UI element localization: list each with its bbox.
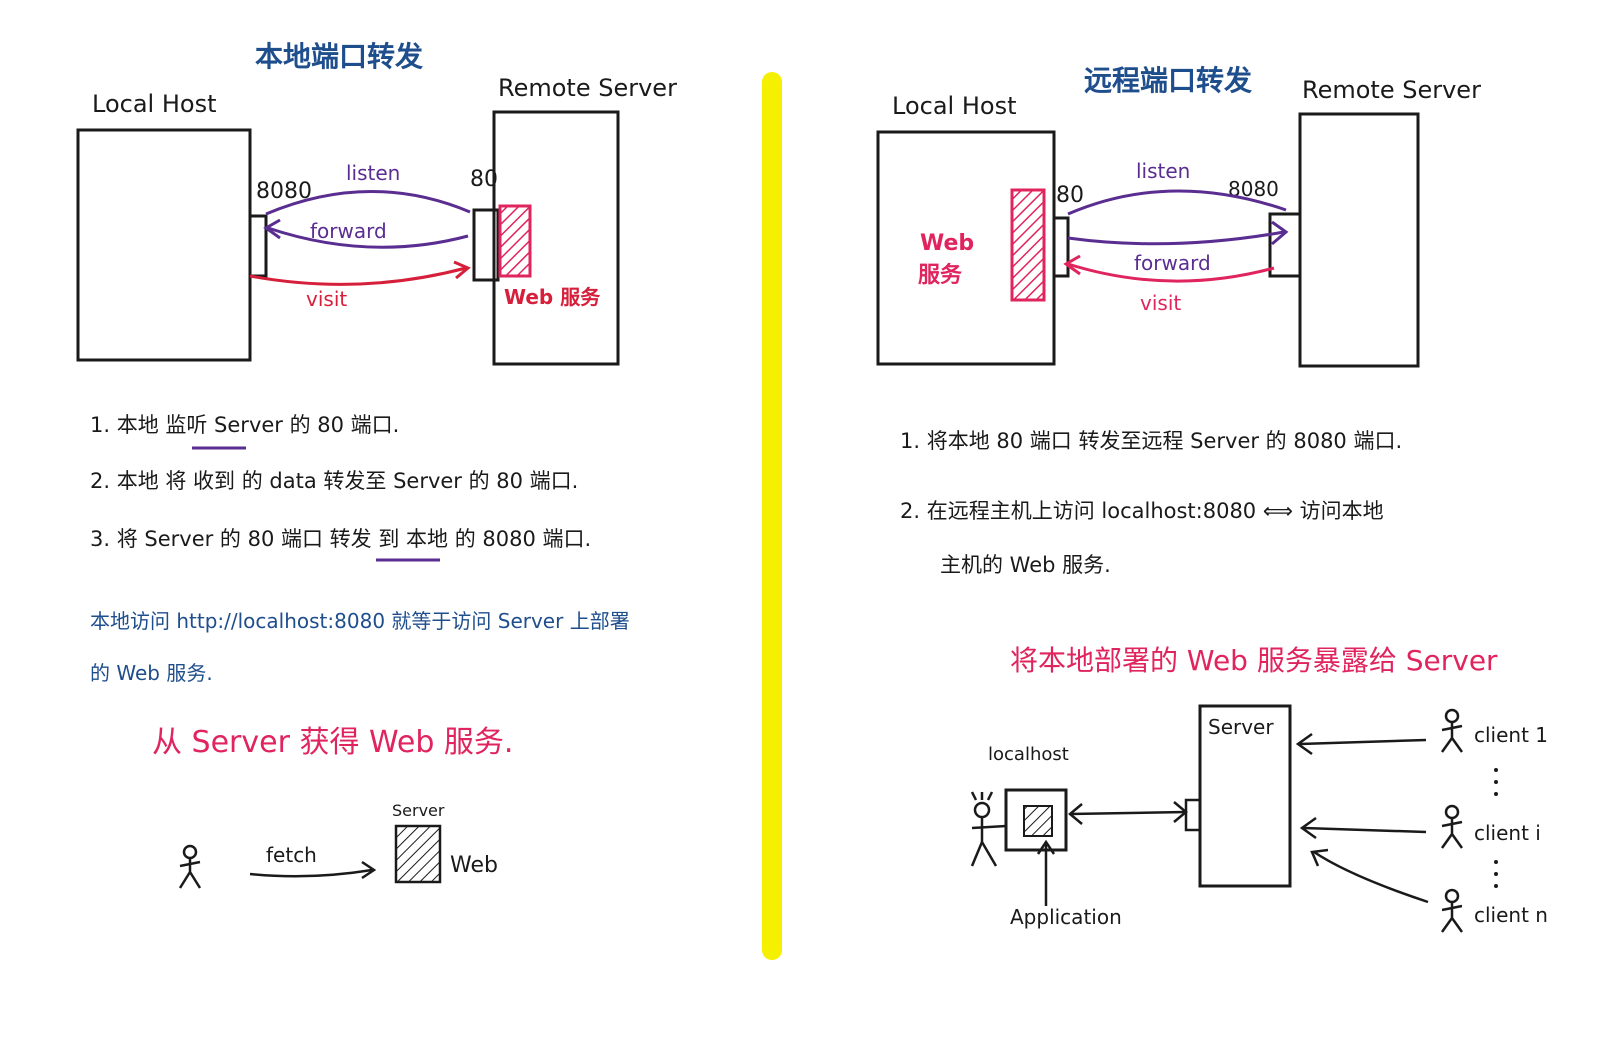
right-application-label: Application [1010,905,1122,929]
left-summary-line1: 本地访问 http://localhost:8080 就等于访问 Server … [90,609,630,633]
left-step-3: 3. 将 Server 的 80 端口 转发 到 本地 的 8080 端口. [90,527,591,551]
right-headline: 将本地部署的 Web 服务暴露给 Server [1010,644,1498,677]
left-mini-server-box [394,824,442,884]
left-remote-label: Remote Server [498,74,677,102]
client-n-arrowhead [1310,848,1329,867]
left-web-service-label: Web 服务 [504,285,601,309]
ellipsis-dots-1 [1494,768,1498,796]
right-application-arrowhead [1036,839,1056,855]
left-mini-person-icon [178,844,202,889]
right-local-port-tab [1052,216,1070,278]
client-n-label: client n [1474,903,1548,927]
right-link-arrowhead-right [1173,801,1188,823]
left-port-remote: 80 [470,167,498,192]
left-remote-box [492,110,620,366]
left-visit-arc [249,266,467,286]
right-localhost-person-icon [970,791,1007,867]
right-web-line2: 服务 [918,263,963,288]
left-web-service-block [498,204,532,278]
left-mini-fetch-arrowhead [361,860,377,880]
right-link-arrowhead-left [1068,803,1083,825]
right-visit-arc [1067,262,1275,283]
right-port-local: 80 [1056,183,1084,208]
left-listen-arc [265,190,471,216]
client-i-person-icon [1440,804,1464,849]
left-headline: 从 Server 获得 Web 服务. [152,725,513,760]
right-server-port-tab [1184,798,1202,832]
left-forward-arrowhead [263,218,281,240]
left-local-label: Local Host [92,90,216,118]
right-listen-arc [1067,189,1287,216]
left-mini-fetch-label: fetch [266,843,317,867]
client-i-label: client i [1474,821,1541,845]
left-mini-fetch-arrow [249,868,373,878]
client-1-label: client 1 [1474,723,1548,747]
client-i-arrowhead [1299,816,1317,840]
right-listen-label: listen [1136,159,1190,183]
right-remote-port-tab [1268,212,1302,278]
left-step-2: 2. 本地 将 收到 的 data 转发至 Server 的 80 端口. [90,469,578,493]
right-localhost-app-block [1023,805,1053,837]
client-n-arrow [1313,850,1429,904]
right-localhost-box [1004,788,1068,852]
client-i-arrow [1303,826,1427,834]
right-server-box [1198,704,1292,888]
left-visit-label: visit [306,287,347,311]
left-forward-arc [267,226,469,249]
right-localhost-server-link [1069,810,1187,816]
right-forward-arrowhead [1271,220,1289,246]
right-step-1: 1. 将本地 80 端口 转发至远程 Server 的 8080 端口. [900,429,1402,453]
left-remote-port-tab [472,208,500,282]
left-visit-arrowhead [453,260,471,280]
right-web-line1: Web [920,231,974,256]
left-forward-label: forward [310,219,387,243]
client-n-person-icon [1440,888,1464,933]
left-mini-server-label: Server [392,801,445,820]
right-server-label: Server [1208,715,1274,739]
left-local-port-tab [248,214,268,278]
client-1-arrow [1299,738,1427,746]
right-title: 远程端口转发 [1084,64,1252,97]
right-forward-label: forward [1134,251,1211,275]
right-step-2a: 2. 在远程主机上访问 localhost:8080 ⟺ 访问本地 [900,499,1384,523]
right-forward-arc [1067,230,1285,246]
right-local-label: Local Host [892,92,1016,120]
right-visit-label: visit [1140,291,1181,315]
right-remote-label: Remote Server [1302,76,1481,104]
right-visit-arrowhead [1063,254,1081,276]
right-web-service-block [1010,188,1046,302]
left-title: 本地端口转发 [255,40,423,73]
left-summary-line2: 的 Web 服务. [90,661,213,685]
left-mini-web-label: Web [450,853,498,878]
left-step-1: 1. 本地 监听 Server 的 80 端口. [90,413,399,437]
ellipsis-dots-2 [1494,860,1498,888]
left-listen-label: listen [346,161,400,185]
right-localhost-label: localhost [988,744,1069,765]
right-step-2b: 主机的 Web 服务. [940,553,1111,577]
right-remote-box [1298,112,1420,368]
center-divider [762,72,782,960]
left-localhost-box [76,128,252,362]
client-1-arrowhead [1295,732,1313,756]
client-1-person-icon [1440,708,1464,753]
